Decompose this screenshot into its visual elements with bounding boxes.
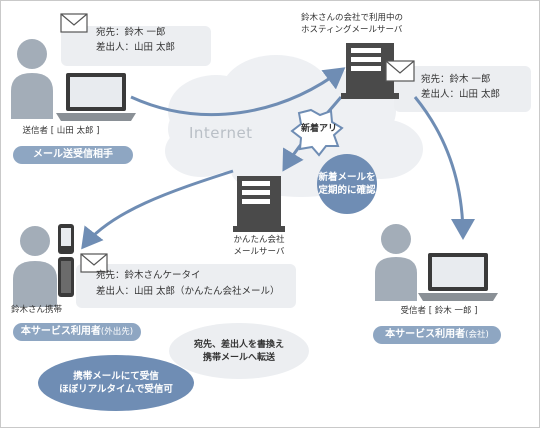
mobile-envelope-icon: [80, 253, 108, 273]
mobile-user-role-label: 本サービス利用者: [20, 326, 101, 337]
hosting-mail-to: 宛先：鈴木 一郎: [421, 74, 491, 85]
arrow-sender-to-hosting: [130, 67, 346, 117]
hosting-mail-from: 差出人：山田 太郎: [421, 89, 501, 100]
internet-label: Internet: [189, 124, 253, 142]
mobile-bubble-line1: 携帯メールにて受信: [73, 371, 159, 382]
receiver-caption: 受信者 [ 鈴木 一郎 ]: [400, 306, 478, 316]
sender-mail-to: 宛先：鈴木 一郎: [96, 27, 166, 38]
mobile-user-role-note: (外出先): [100, 327, 134, 337]
mobile-phone-icon: [58, 224, 74, 297]
kantan-server-line1: かんたん会社: [233, 235, 285, 245]
receiver-person-icon: [375, 224, 417, 301]
mobile-mail-panel: [76, 264, 296, 308]
sender-role-pill: メール送受信相手: [13, 146, 133, 164]
hosting-envelope-icon: [385, 60, 415, 82]
sender-mail-panel: [61, 26, 211, 66]
rewrite-callout-line2: 携帯メールへ転送: [202, 353, 275, 363]
sender-mail-from: 差出人：山田 太郎: [96, 42, 176, 53]
check-bubble-line2: 定期的に確認: [318, 185, 376, 196]
receiver-laptop-icon: [418, 253, 498, 301]
kantan-server-icon: [233, 176, 285, 232]
mobile-mail-from: 差出人：山田 太郎（かんたん会社メール）: [96, 286, 280, 297]
new-mail-burst-shape: [290, 108, 344, 157]
rewrite-callout-line1: 宛先、差出人を書換え: [193, 340, 284, 350]
arrow-kantan-to-mobile: [81, 169, 234, 250]
sender-envelope-icon: [60, 13, 88, 33]
sender-role-label: メール送受信相手: [33, 149, 113, 160]
mobile-bubble-shape: [38, 355, 194, 411]
check-bubble-line1: 新着メールを: [318, 172, 376, 183]
hosting-mail-panel: [394, 66, 531, 112]
mobile-bubble-line2: ほぼリアルタイムで受信可: [59, 384, 173, 395]
new-mail-burst-label: 新着アリ: [300, 124, 337, 134]
sender-laptop-icon: [56, 73, 136, 121]
arrow-hosting-to-receiver: [413, 96, 475, 240]
mobile-user-caption: 鈴木さん携帯: [11, 305, 63, 315]
mobile-user-role-pill: 本サービス利用者(外出先): [13, 323, 141, 341]
check-bubble-shape: [317, 154, 377, 214]
sender-caption: 送信者 [ 山田 太郎 ]: [22, 126, 100, 136]
rewrite-callout-shape: [169, 323, 309, 379]
sender-person-icon: [11, 39, 53, 119]
kantan-server-line2: メールサーバ: [233, 247, 285, 257]
receiver-role-pill: 本サービス利用者(会社): [373, 326, 501, 344]
hosting-title-line2: ホスティングメールサーバ: [301, 25, 403, 35]
mobile-person-icon: [13, 226, 57, 307]
receiver-role-label: 本サービス利用者: [385, 329, 466, 340]
mobile-mail-to: 宛先：鈴木さんケータイ: [96, 270, 201, 281]
receiver-role-note: (会社): [465, 330, 489, 340]
hosting-title-line1: 鈴木さんの会社で利用中の: [301, 13, 404, 23]
